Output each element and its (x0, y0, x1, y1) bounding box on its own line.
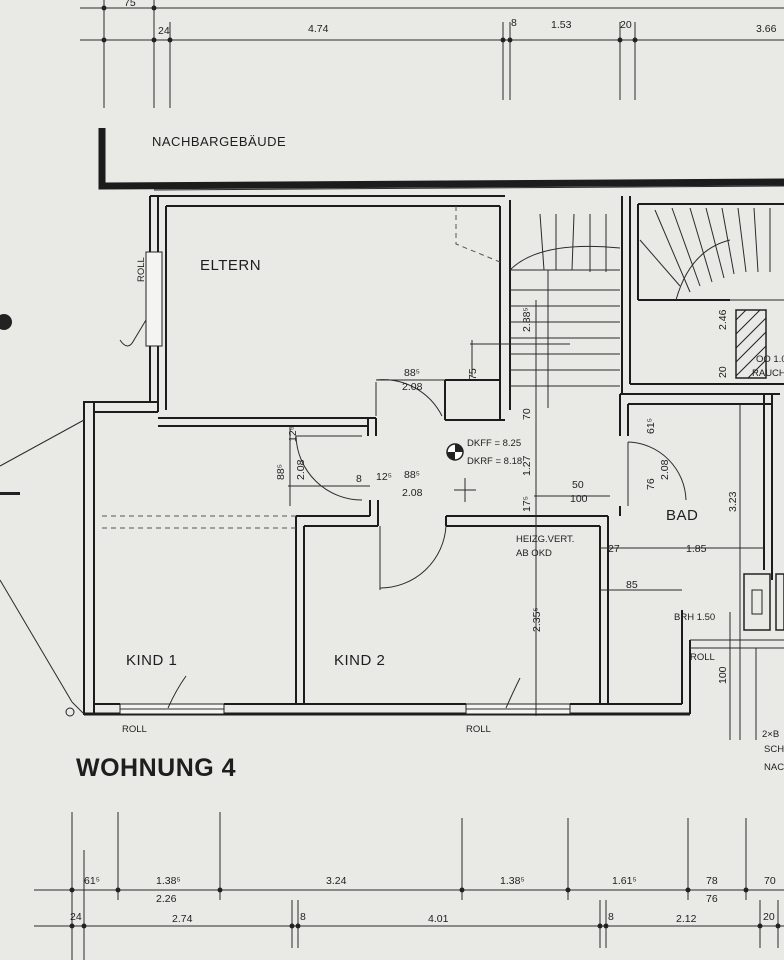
dim-bad-208: 2.08 (659, 459, 671, 480)
note-ab-okd: AB OKD (516, 548, 552, 559)
top-dimension-chain: 75 24 4.74 8 1.53 20 3.66 (80, 0, 784, 108)
apartment-title: WOHNUNG 4 (76, 754, 236, 782)
note-dkff: DKFF = 8.25 (467, 438, 521, 449)
dim-20-top: 20 (620, 19, 632, 31)
dim-door-208-c: 2.08 (402, 487, 423, 499)
interior-walls (158, 196, 784, 740)
exterior-walls (83, 195, 691, 716)
bottom-dimension-chain: 61⁵ 1.38⁵ 2.26 3.24 1.38⁵ 1.61⁵ 78 76 70… (34, 812, 784, 960)
dim-185: 1.85 (686, 543, 707, 555)
note-brh: BRH 1.50 (674, 612, 715, 623)
note-2xb: 2×B (762, 729, 779, 740)
dim-stair-288: 2.88⁵ (521, 307, 533, 332)
dim-246: 2.46 (717, 309, 729, 330)
room-label-eltern: ELTERN (200, 257, 261, 274)
dim-125-b: 12⁵ (376, 471, 392, 483)
dim-1385-a: 1.38⁵ (156, 875, 181, 887)
dim-1615: 1.61⁵ (612, 875, 637, 887)
dim-366: 3.66 (756, 23, 777, 35)
dim-100-b: 100 (717, 666, 729, 684)
dim-1385-b: 1.38⁵ (500, 875, 525, 887)
dim-175: 17⁵ (521, 496, 533, 512)
dim-door-885-a: 88⁵ (404, 367, 420, 379)
staircase (455, 206, 784, 408)
note-roll-kind1: ROLL (122, 724, 147, 735)
dim-274: 2.74 (172, 913, 193, 925)
dim-85: 85 (626, 579, 638, 591)
dim-78: 78 (706, 875, 718, 887)
dim-20-inner: 20 (717, 366, 729, 378)
dim-8-top: 8 (511, 17, 517, 29)
dim-226: 2.26 (156, 893, 177, 905)
note-rauch: RAUCH (752, 368, 784, 379)
dim-212: 2.12 (676, 913, 697, 925)
neighbor-building: NACHBARGEBÄUDE (98, 128, 784, 191)
note-heizg: HEIZG.VERT. (516, 534, 574, 545)
dim-153: 1.53 (551, 19, 572, 31)
dim-70: 70 (521, 408, 533, 420)
dim-70-bottom: 70 (764, 875, 776, 887)
dim-door-208-a: 2.08 (402, 381, 423, 393)
doors (119, 319, 687, 709)
dim-615-bottom: 61⁵ (84, 875, 100, 887)
dim-474: 4.74 (308, 23, 329, 35)
note-roll-right: ROLL (690, 652, 715, 663)
room-label-kind2: KIND 2 (334, 652, 385, 669)
dim-75: 75 (467, 368, 479, 380)
dim-door-885-c: 88⁵ (404, 469, 420, 481)
dim-20-bottom: 20 (763, 911, 775, 923)
dim-401: 4.01 (428, 913, 449, 925)
dim-76: 76 (706, 893, 718, 905)
dim-75-top: 75 (124, 0, 136, 9)
dim-bad-615: 61⁵ (645, 418, 657, 434)
room-label-bad: BAD (666, 507, 698, 524)
dim-24-top: 24 (158, 25, 170, 37)
dim-324: 3.24 (326, 875, 347, 887)
dim-bad-76: 76 (645, 478, 657, 490)
dim-50: 50 (572, 479, 584, 491)
note-oo: OO 1.00 (756, 354, 784, 365)
note-roll-eltern: ROLL (136, 257, 147, 282)
neighbor-building-label: NACHBARGEBÄUDE (152, 134, 286, 149)
room-label-kind1: KIND 1 (126, 652, 177, 669)
dim-8-bottom-b: 8 (608, 911, 614, 923)
dim-8-inner: 8 (356, 473, 362, 485)
dim-235: 2.35⁵ (531, 607, 543, 632)
dim-125: 12⁵ (287, 426, 299, 442)
dim-127: 1.27 (521, 455, 533, 476)
note-roll-kind2: ROLL (466, 724, 491, 735)
note-nac: NAC (764, 762, 784, 773)
dim-100: 100 (570, 493, 588, 505)
dim-27: 27 (608, 543, 620, 555)
dim-door-885-b: 88⁵ (275, 464, 287, 480)
note-sch: SCH (764, 744, 784, 755)
dim-bad-323: 3.23 (727, 491, 739, 512)
note-dkrf: DKRF = 8.18 (467, 456, 522, 467)
interior-dimension-lines (288, 300, 764, 740)
dim-24-bottom: 24 (70, 911, 82, 923)
dim-door-208-b: 2.08 (295, 459, 307, 480)
dim-8-bottom-a: 8 (300, 911, 306, 923)
